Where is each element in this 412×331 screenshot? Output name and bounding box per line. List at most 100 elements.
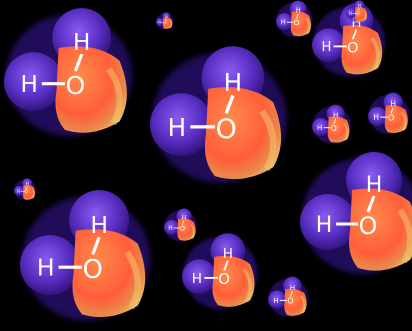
bond-top	[181, 220, 185, 225]
hydrogen-atom-left	[4, 52, 63, 111]
oxygen-rim-highlight	[124, 250, 141, 310]
oxygen-rim-highlight	[397, 208, 412, 264]
bond-top	[289, 291, 293, 297]
hydrogen-atom-left	[368, 106, 388, 126]
hydrogen-atom-left	[150, 93, 213, 156]
bond-top	[73, 53, 84, 72]
oxygen-label: O	[164, 21, 167, 25]
hydrogen-atom-left	[346, 7, 357, 18]
oxygen-atom	[212, 255, 255, 307]
hydrogen-atom-left	[312, 118, 330, 136]
oxygen-label: O	[388, 113, 394, 123]
water-molecule-5: H H O	[300, 150, 412, 280]
water-molecule-10: H H O	[368, 92, 412, 136]
hydrogen-label-left: H	[316, 213, 333, 238]
bond-top	[366, 195, 376, 213]
oxygen-label: O	[180, 225, 185, 233]
oxygen-label: O	[359, 212, 378, 240]
hydrogen-label-left: H	[273, 296, 278, 305]
hydrogen-label-left: H	[158, 20, 161, 24]
hydrogen-atom-left	[164, 219, 180, 235]
bond-top	[333, 118, 337, 125]
water-molecule-14: H H O	[346, 0, 369, 23]
water-molecule-11: H H O	[14, 178, 37, 201]
bond-top	[357, 8, 360, 12]
oxygen-label: O	[347, 40, 358, 56]
oxygen-atom	[204, 87, 282, 180]
oxygen-atom	[290, 11, 312, 37]
water-molecule-drawing: H H O	[312, 104, 352, 144]
oxygen-label: O	[83, 255, 103, 285]
oxygen-atom	[22, 184, 36, 200]
hydrogen-atom-left	[20, 235, 80, 295]
hydrogen-label-left: H	[373, 113, 379, 122]
oxygen-rim-highlight	[370, 36, 380, 71]
hydrogen-label-top: H	[90, 211, 108, 239]
water-molecule-drawing: H H O	[182, 233, 258, 309]
hydrogen-label-top: H	[366, 173, 383, 198]
hydrogen-atom-left	[14, 185, 25, 196]
water-molecule-12: H H O	[164, 208, 199, 243]
bond-top	[223, 260, 229, 271]
water-molecule-drawing: H H O	[300, 152, 412, 274]
oxygen-rim-highlight	[106, 67, 123, 126]
water-molecule-13: H H O	[268, 276, 311, 319]
hydrogen-label-left: H	[21, 72, 38, 98]
bond-top	[351, 29, 358, 40]
bond-top	[25, 186, 28, 190]
hydrogen-label-top: H	[296, 7, 301, 15]
hydrogen-label-left: H	[281, 19, 286, 27]
water-molecule-drawing: H H O	[20, 190, 151, 321]
oxygen-atom	[354, 6, 368, 22]
hydrogen-label-top: H	[358, 4, 361, 9]
oxygen-label: O	[294, 18, 300, 27]
water-molecule-8: H H O	[156, 12, 174, 30]
oxygen-label: O	[25, 189, 29, 195]
oxygen-rim-highlight	[300, 295, 306, 314]
hydrogen-label-top: H	[333, 110, 338, 119]
oxygen-rim-highlight	[190, 223, 195, 239]
oxygen-atom	[177, 218, 196, 241]
oxygen-atom	[162, 17, 173, 29]
water-molecule-drawing: H H O	[346, 0, 368, 23]
oxygen-rim-highlight	[259, 109, 277, 172]
hydrogen-label-left: H	[17, 189, 20, 194]
oxygen-atom	[341, 25, 383, 75]
hydrogen-label-top: H	[182, 214, 186, 221]
water-molecule-7: H H O	[276, 0, 315, 39]
hydrogen-label-top: H	[290, 283, 295, 292]
oxygen-atom	[384, 105, 408, 134]
water-molecule-drawing: H H O	[368, 92, 410, 135]
hydrogen-label-left: H	[349, 11, 352, 16]
oxygen-rim-highlight	[305, 17, 310, 35]
water-molecule-drawing: H H O	[156, 12, 174, 30]
hydrogen-label-left: H	[168, 225, 172, 232]
water-molecule-1: H H O	[4, 6, 141, 143]
hydrogen-label-top: H	[223, 246, 233, 262]
oxygen-label: O	[218, 270, 230, 288]
water-molecule-2: H H O	[150, 44, 296, 190]
hydrogen-atom-left	[312, 28, 346, 63]
oxygen-label: O	[287, 297, 293, 306]
water-molecule-drawing: H H O	[276, 0, 313, 38]
hydrogen-label-left: H	[37, 254, 55, 282]
oxygen-label: O	[65, 71, 85, 100]
hydrogen-label-left: H	[317, 123, 322, 132]
hydrogen-label-top: H	[390, 99, 396, 108]
water-molecule-drawing: H H O	[14, 178, 36, 201]
bond-top	[390, 107, 394, 114]
hydrogen-label-top: H	[165, 15, 168, 19]
hydrogen-label-top: H	[26, 182, 29, 187]
oxygen-atom	[72, 229, 146, 318]
hydrogen-atom-left	[276, 13, 293, 31]
oxygen-label: O	[331, 124, 337, 133]
hydrogen-atom-left	[300, 194, 356, 250]
bond-top	[91, 236, 101, 255]
hydrogen-label-left: H	[321, 40, 331, 55]
hydrogen-label-left: H	[192, 271, 202, 287]
water-molecule-9: H H O	[312, 104, 354, 146]
hydrogen-atom-left	[156, 18, 164, 26]
oxygen-rim-highlight	[242, 268, 253, 303]
hydrogen-label-left: H	[168, 113, 187, 142]
